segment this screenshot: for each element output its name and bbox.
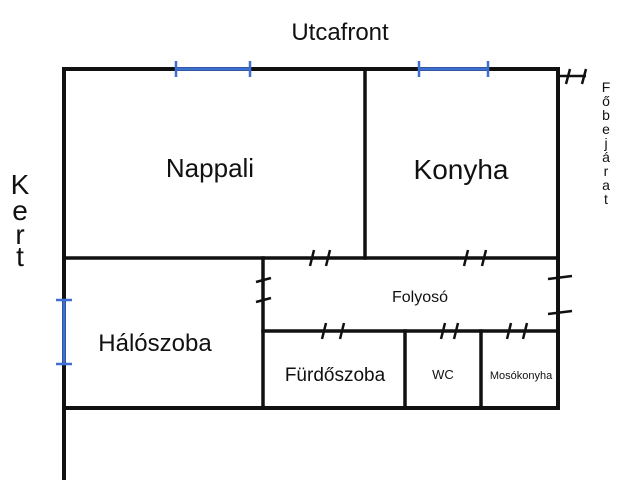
room-label-furdoszoba: Fürdőszoba (285, 365, 386, 386)
room-label-haloszoba: Hálószoba (98, 330, 212, 357)
window-haloszoba (56, 298, 72, 366)
garden-letter: r (15, 219, 24, 250)
garden-letter: e (12, 195, 28, 226)
window-konyha (417, 61, 490, 77)
entrance-letter: F (602, 79, 611, 95)
door-furdoszoba (320, 322, 346, 340)
entrance-letter: ő (602, 93, 610, 109)
garden-label: K e r t (11, 169, 30, 272)
room-label-mosokonyha: Mosókonyha (490, 370, 553, 382)
entrance-letter: b (602, 107, 610, 123)
room-label-nappali: Nappali (166, 153, 254, 183)
window-nappali (174, 61, 252, 77)
door-mosokonyha (505, 322, 529, 340)
entrance-letter: t (604, 191, 608, 207)
entrance-letter: a (602, 177, 610, 193)
door-folyoso-konyha-2 (462, 249, 488, 267)
room-label-konyha: Konyha (414, 154, 509, 185)
entrance-letter: á (602, 149, 610, 165)
door-wc (439, 322, 460, 340)
door-haloszoba (255, 276, 272, 304)
entrance-label: F ő b e j á r a t (602, 79, 611, 207)
door-folyoso-east (547, 274, 573, 316)
entrance-letter: e (602, 121, 610, 137)
room-label-wc: WC (432, 367, 454, 382)
door-main-entrance (558, 68, 588, 85)
garden-letter: t (16, 241, 24, 272)
garden-letter: K (11, 169, 30, 200)
entrance-letter: r (604, 163, 609, 179)
street-label: Utcafront (291, 19, 389, 46)
door-folyoso-konyha (308, 249, 332, 267)
outer-walls (62, 67, 560, 410)
entrance-letter: j (603, 135, 607, 151)
room-label-folyoso: Folyosó (392, 289, 448, 306)
